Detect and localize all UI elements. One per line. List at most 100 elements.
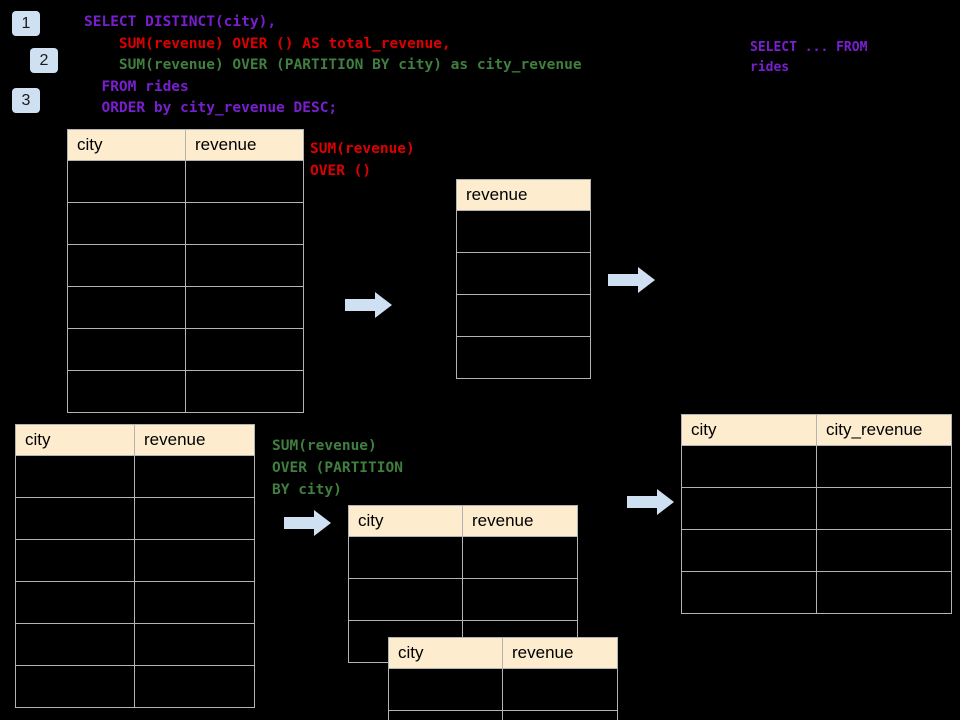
table-cell-empty [134, 455, 255, 498]
arrow-top-2 [608, 265, 656, 295]
table-cell-empty [681, 445, 817, 488]
table-cell-empty [681, 487, 817, 530]
table-row [15, 623, 255, 666]
table-cell-empty [134, 581, 255, 624]
table-cell-empty [681, 571, 817, 614]
table-cell-empty [462, 578, 578, 621]
table-row [456, 210, 591, 253]
table-row [15, 497, 255, 540]
column-header-city: city [681, 414, 817, 446]
table-row [67, 328, 304, 371]
table-cell-empty [67, 160, 186, 203]
table-row [67, 286, 304, 329]
table-cell-empty [502, 668, 618, 711]
table-cell-empty [816, 445, 952, 488]
table-cell-empty [67, 286, 186, 329]
column-header-revenue: revenue [502, 637, 618, 669]
table-cell-empty [15, 623, 135, 666]
column-header-city: city [67, 129, 186, 161]
sql-line-4: FROM rides [84, 78, 189, 95]
step-badge-1: 1 [12, 11, 40, 36]
table-row [15, 581, 255, 624]
table-cell-empty [348, 578, 463, 621]
right-arrow-icon [627, 489, 674, 515]
table-cell-empty [816, 529, 952, 572]
table-cell-empty [15, 539, 135, 582]
table-cell-empty [816, 487, 952, 530]
annot-city-revenue: SUM(revenue) OVER (PARTITION BY city) [272, 438, 403, 498]
sql-line-2: SUM(revenue) OVER () AS total_revenue, [84, 35, 451, 52]
table-cell-empty [15, 665, 135, 708]
column-header-revenue: revenue [462, 505, 578, 537]
column-header-city: city [348, 505, 463, 537]
step-badge-3: 3 [12, 88, 40, 113]
table-cell-empty [502, 710, 618, 720]
column-header-city: city [388, 637, 503, 669]
table-cell-empty [67, 328, 186, 371]
table-cell-empty [134, 539, 255, 582]
column-header-revenue: revenue [134, 424, 255, 456]
table-cell-empty [15, 455, 135, 498]
table-cell-empty [456, 210, 591, 253]
table-cell-empty [15, 497, 135, 540]
table-cell-empty [185, 328, 304, 371]
table-row [67, 202, 304, 245]
table-cell-empty [681, 529, 817, 572]
table-row [681, 571, 952, 614]
table-cell-empty [462, 536, 578, 579]
table-cell-empty [134, 497, 255, 540]
sql-query-code: SELECT DISTINCT(city), SUM(revenue) OVER… [84, 12, 582, 120]
table-cell-empty [134, 665, 255, 708]
table-header-row: revenue [456, 179, 591, 211]
table-row [388, 710, 618, 720]
sql-line-5: ORDER by city_revenue DESC; [84, 100, 338, 116]
table-cell-empty [185, 244, 304, 287]
table-row [681, 445, 952, 488]
table-cell-empty [15, 581, 135, 624]
column-header-revenue: revenue [456, 179, 591, 211]
annot-total-revenue: SUM(revenue) OVER () [310, 141, 415, 179]
table-row [388, 668, 618, 711]
table-cell-empty [388, 668, 503, 711]
table-cell-empty [185, 370, 304, 413]
table-row [15, 539, 255, 582]
table-row [681, 529, 952, 572]
table-total-revenue: revenue [456, 179, 591, 379]
sql-line-3: SUM(revenue) OVER (PARTITION BY city) as… [84, 57, 582, 73]
column-header-city_revenue: city_revenue [816, 414, 952, 446]
table-row [67, 370, 304, 413]
table-row [348, 578, 578, 621]
table-cell-empty [67, 244, 186, 287]
table-row [67, 160, 304, 203]
table-cell-empty [388, 710, 503, 720]
table-row [15, 665, 255, 708]
table-row [456, 294, 591, 337]
column-header-revenue: revenue [185, 129, 304, 161]
table-cell-empty [456, 252, 591, 295]
arrow-bottom-1 [284, 508, 332, 538]
table-cell-empty [185, 202, 304, 245]
table-cell-empty [134, 623, 255, 666]
table-cell-empty [67, 202, 186, 245]
table-cell-empty [185, 286, 304, 329]
table-cell-empty [185, 160, 304, 203]
side-note-select-from-rides: SELECT ... FROM rides [750, 40, 868, 75]
right-arrow-icon [608, 267, 655, 293]
step-badge-2: 2 [30, 48, 58, 73]
table-row [456, 336, 591, 379]
right-arrow-icon [284, 510, 331, 536]
arrow-bottom-2 [627, 487, 675, 517]
arrow-top-1 [345, 290, 393, 320]
table-cell-empty [816, 571, 952, 614]
table-row [681, 487, 952, 530]
right-arrow-icon [345, 292, 392, 318]
